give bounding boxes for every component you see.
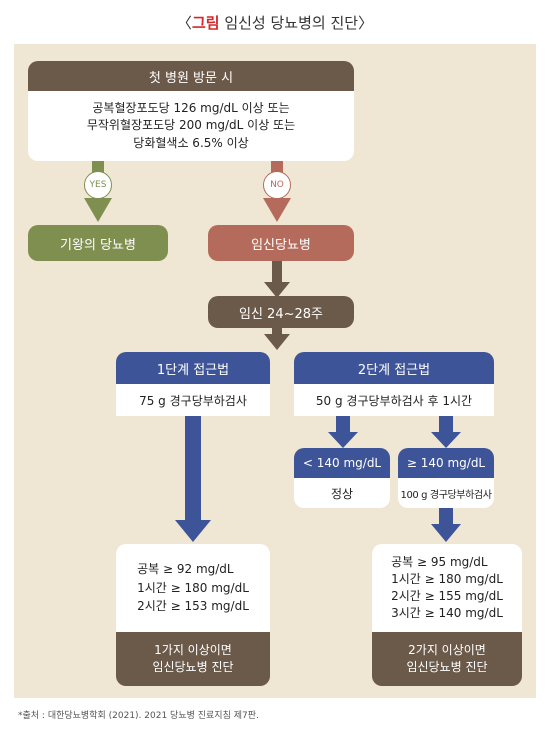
high-glucose-label: ≥ 140 mg/dL bbox=[398, 448, 494, 478]
gestational-diabetes-box: 임신당뇨병 bbox=[208, 225, 354, 261]
two-step-3h: 3시간 ≥ 140 mg/dL bbox=[391, 605, 503, 620]
normal-result: 정상 bbox=[294, 478, 390, 508]
yes-badge: YES bbox=[84, 171, 112, 199]
source-footnote: *출처 : 대한당뇨병학회 (2021). 2021 당뇨병 진료지침 제7판. bbox=[18, 711, 259, 721]
two-step-high-arrow bbox=[431, 416, 461, 448]
one-step-2h: 2시간 ≥ 153 mg/dL bbox=[137, 599, 249, 614]
low-glucose-label: < 140 mg/dL bbox=[294, 448, 390, 478]
criterion-fasting: 공복혈장포도당 126 mg/dL 이상 또는 bbox=[92, 100, 290, 115]
no-badge: NO bbox=[263, 171, 291, 199]
to-approaches-arrow bbox=[264, 326, 290, 350]
one-step-1h: 1시간 ≥ 180 mg/dL bbox=[137, 580, 249, 595]
one-step-criteria-list: 공복 ≥ 92 mg/dL 1시간 ≥ 180 mg/dL 2시간 ≥ 153 … bbox=[137, 560, 249, 616]
one-step-criteria: 공복 ≥ 92 mg/dL 1시간 ≥ 180 mg/dL 2시간 ≥ 153 … bbox=[116, 544, 270, 632]
to-gestation-arrow bbox=[264, 260, 290, 298]
two-step-header: 2단계 접근법 bbox=[294, 352, 494, 384]
first-visit-header: 첫 병원 방문 시 bbox=[28, 61, 354, 91]
two-step-result-line2: 임신당뇨병 진단 bbox=[406, 660, 488, 674]
two-step-criteria: 공복 ≥ 95 mg/dL 1시간 ≥ 180 mg/dL 2시간 ≥ 155 … bbox=[372, 544, 522, 632]
one-step-fasting: 공복 ≥ 92 mg/dL bbox=[137, 562, 234, 577]
title-accent: 그림 bbox=[191, 14, 220, 32]
existing-diabetes-box: 기왕의 당뇨병 bbox=[28, 225, 168, 261]
hundred-g-arrow bbox=[431, 506, 461, 542]
two-step-test: 50 g 경구당부하검사 후 1시간 bbox=[294, 384, 494, 416]
title-bracket-open: 〈 bbox=[176, 14, 192, 32]
one-step-arrow bbox=[175, 416, 211, 542]
criterion-random: 무작위혈장포도당 200 mg/dL 이상 또는 bbox=[86, 118, 296, 133]
two-step-fasting: 공복 ≥ 95 mg/dL bbox=[391, 555, 488, 570]
one-step-result-line2: 임신당뇨병 진단 bbox=[152, 660, 234, 674]
first-visit-criteria: 공복혈장포도당 126 mg/dL 이상 또는 무작위혈장포도당 200 mg/… bbox=[28, 91, 354, 161]
figure-title: 〈그림 임신성 당뇨병의 진단〉 bbox=[0, 12, 550, 33]
two-step-low-arrow bbox=[328, 416, 358, 448]
one-step-test: 75 g 경구당부하검사 bbox=[116, 384, 270, 416]
one-step-result-line1: 1가지 이상이면 bbox=[154, 642, 232, 657]
one-step-result: 1가지 이상이면 임신당뇨병 진단 bbox=[116, 632, 270, 686]
two-step-result-line1: 2가지 이상이면 bbox=[408, 642, 486, 657]
title-bracket-close: 〉 bbox=[358, 14, 374, 32]
one-step-header: 1단계 접근법 bbox=[116, 352, 270, 384]
two-step-criteria-list: 공복 ≥ 95 mg/dL 1시간 ≥ 180 mg/dL 2시간 ≥ 155 … bbox=[391, 554, 503, 621]
criterion-hba1c: 당화혈색소 6.5% 이상 bbox=[133, 135, 249, 150]
hundred-g-test: 100 g 경구당부하검사 bbox=[398, 478, 494, 508]
gestation-period-box: 임신 24~28주 bbox=[208, 296, 354, 328]
two-step-2h: 2시간 ≥ 155 mg/dL bbox=[391, 589, 503, 603]
title-text: 임신성 당뇨병의 진단 bbox=[219, 14, 359, 32]
two-step-result: 2가지 이상이면 임신당뇨병 진단 bbox=[372, 632, 522, 686]
two-step-1h: 1시간 ≥ 180 mg/dL bbox=[391, 572, 503, 587]
